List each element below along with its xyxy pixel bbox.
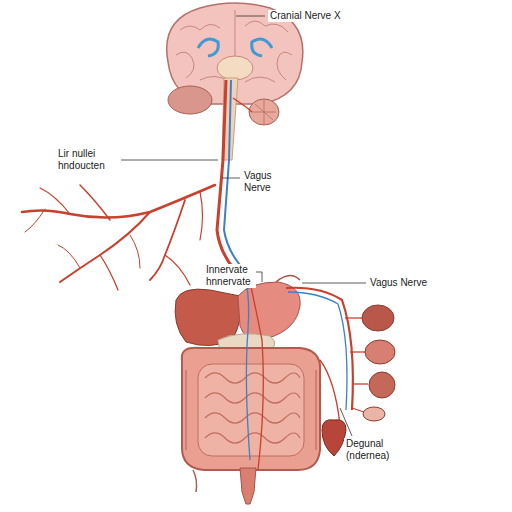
branch <box>320 360 340 425</box>
loop <box>205 413 300 423</box>
esophagus <box>276 275 300 282</box>
leader-line <box>340 408 352 436</box>
label-text: Innervate hnnervate <box>204 264 256 288</box>
label-text: Cranial Nerve X <box>268 10 343 22</box>
rectum <box>240 468 256 504</box>
appendix <box>193 470 197 492</box>
branch <box>200 192 203 240</box>
organ-branches <box>320 318 368 425</box>
organ-detail <box>252 100 276 124</box>
leader-line <box>121 160 218 161</box>
organ <box>369 372 395 398</box>
intestine-loops <box>186 370 316 450</box>
label-text: Vagus Nerve <box>242 170 284 194</box>
gyrus <box>245 77 275 82</box>
vagus-nerve-right-blue <box>288 292 347 410</box>
leader-line <box>222 178 240 179</box>
leader-line <box>236 16 265 17</box>
loop <box>205 373 300 383</box>
branch <box>58 245 80 268</box>
branch <box>130 235 140 268</box>
branch <box>345 317 362 318</box>
nerve-branches-left <box>22 185 215 290</box>
label-text: Degunal (ndernea) <box>344 438 404 462</box>
organ <box>365 340 395 364</box>
branch <box>25 209 45 232</box>
cerebellum <box>168 86 212 114</box>
nerve-red <box>250 282 263 470</box>
fissure <box>235 10 236 60</box>
branch <box>80 185 110 220</box>
colon-haustra <box>186 370 316 450</box>
vagus-nerve-right <box>286 288 353 410</box>
gyrus <box>176 52 194 78</box>
gyrus <box>180 24 220 30</box>
branch <box>350 351 366 352</box>
gyrus <box>277 52 292 80</box>
nerve <box>233 98 252 112</box>
organ <box>362 305 394 331</box>
branch <box>100 255 118 290</box>
thalamus <box>217 56 253 80</box>
leader-lines <box>121 16 366 436</box>
small-organ <box>249 99 279 125</box>
branch <box>352 408 364 412</box>
branch <box>22 185 215 218</box>
leader-line <box>302 283 366 284</box>
ventricle <box>252 39 272 56</box>
gyrus <box>245 21 288 32</box>
loop <box>205 393 300 403</box>
branch <box>352 383 368 384</box>
label-text: Lir nullei hndoucten <box>56 148 120 172</box>
heart <box>322 420 346 456</box>
branch <box>165 255 190 285</box>
large-intestine <box>182 348 320 470</box>
organ <box>363 407 385 421</box>
nerve-blue <box>246 282 250 460</box>
ventricle <box>198 39 218 56</box>
label-text: Vagus Nerve <box>368 277 429 289</box>
branch <box>60 212 150 282</box>
loop <box>205 433 300 443</box>
small-intestine <box>198 364 304 456</box>
